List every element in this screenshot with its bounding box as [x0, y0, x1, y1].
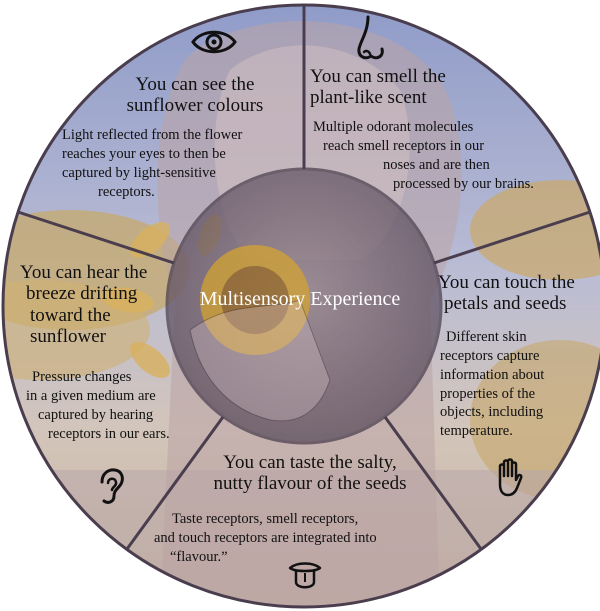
sight-title: You can see the sunflower colours: [80, 74, 310, 117]
hearing-body-line: in a given medium are: [26, 387, 156, 404]
touch-body-line: Different skin: [446, 329, 527, 345]
touch-title: You can touch the petals and seeds: [438, 272, 598, 315]
tongue-icon: [288, 562, 322, 589]
smell-description: Multiple odorant molecules reach smell r…: [313, 118, 593, 193]
eye-icon: [191, 30, 237, 54]
hearing-body-line: receptors in our ears.: [48, 425, 170, 442]
smell-title-line: You can smell the: [310, 66, 446, 87]
taste-body-line: Taste receptors, smell receptors,: [172, 511, 359, 527]
hearing-title-line: toward the: [30, 304, 111, 326]
hand-icon: [498, 458, 523, 497]
sight-body-line: captured by light-sensitive: [62, 164, 216, 181]
taste-description: Taste receptors, smell receptors, and to…: [150, 510, 460, 567]
touch-body-line: objects, including: [440, 404, 544, 421]
ear-icon: [100, 468, 124, 504]
sight-description: Light reflected from the flower reaches …: [62, 126, 302, 201]
smell-body-line: noses and are then: [383, 156, 490, 173]
smell-body-line: Multiple odorant molecules: [313, 119, 474, 135]
touch-body-line: receptors capture: [440, 347, 540, 364]
touch-description: Different skin receptors capture informa…: [440, 328, 595, 441]
center-label: Multisensory Experience: [199, 288, 401, 310]
taste-title-line: You can taste the salty,: [223, 452, 397, 473]
touch-body-line: information about: [440, 366, 545, 383]
taste-title-line: nutty flavour of the seeds: [213, 473, 407, 495]
taste-title: You can taste the salty, nutty flavour o…: [180, 452, 440, 495]
hearing-title-line: You can hear the: [20, 262, 148, 283]
touch-body-line: properties of the: [440, 385, 536, 402]
sight-body-line: Light reflected from the flower: [62, 127, 243, 143]
touch-title-line: petals and seeds: [444, 293, 567, 315]
sight-title-line: sunflower colours: [126, 95, 264, 117]
sector-dividers: [17, 5, 591, 550]
taste-body-line: “flavour.”: [170, 548, 228, 565]
nose-icon: [357, 15, 384, 60]
hearing-description: Pressure changes in a given medium are c…: [26, 368, 206, 443]
hearing-title-line: breeze drifting: [26, 283, 138, 305]
touch-body-line: temperature.: [440, 423, 513, 440]
sight-title-line: You can see the: [135, 74, 255, 95]
touch-title-line: You can touch the: [438, 272, 575, 293]
smell-title: You can smell the plant-like scent: [310, 66, 510, 109]
sight-body-line: receptors.: [98, 183, 155, 200]
hearing-title-line: sunflower: [30, 325, 106, 347]
smell-body-line: processed by our brains.: [393, 175, 534, 192]
hearing-body-line: captured by hearing: [38, 406, 154, 423]
hearing-title: You can hear the breeze drifting toward …: [20, 262, 170, 347]
sight-body-line: reaches your eyes to then be: [62, 145, 226, 162]
smell-title-line: plant-like scent: [310, 87, 427, 109]
hearing-body-line: Pressure changes: [32, 369, 132, 385]
smell-body-line: reach smell receptors in our: [323, 137, 485, 154]
sunflower-graphic: [200, 245, 310, 355]
taste-body-line: and touch receptors are integrated into: [154, 529, 377, 546]
